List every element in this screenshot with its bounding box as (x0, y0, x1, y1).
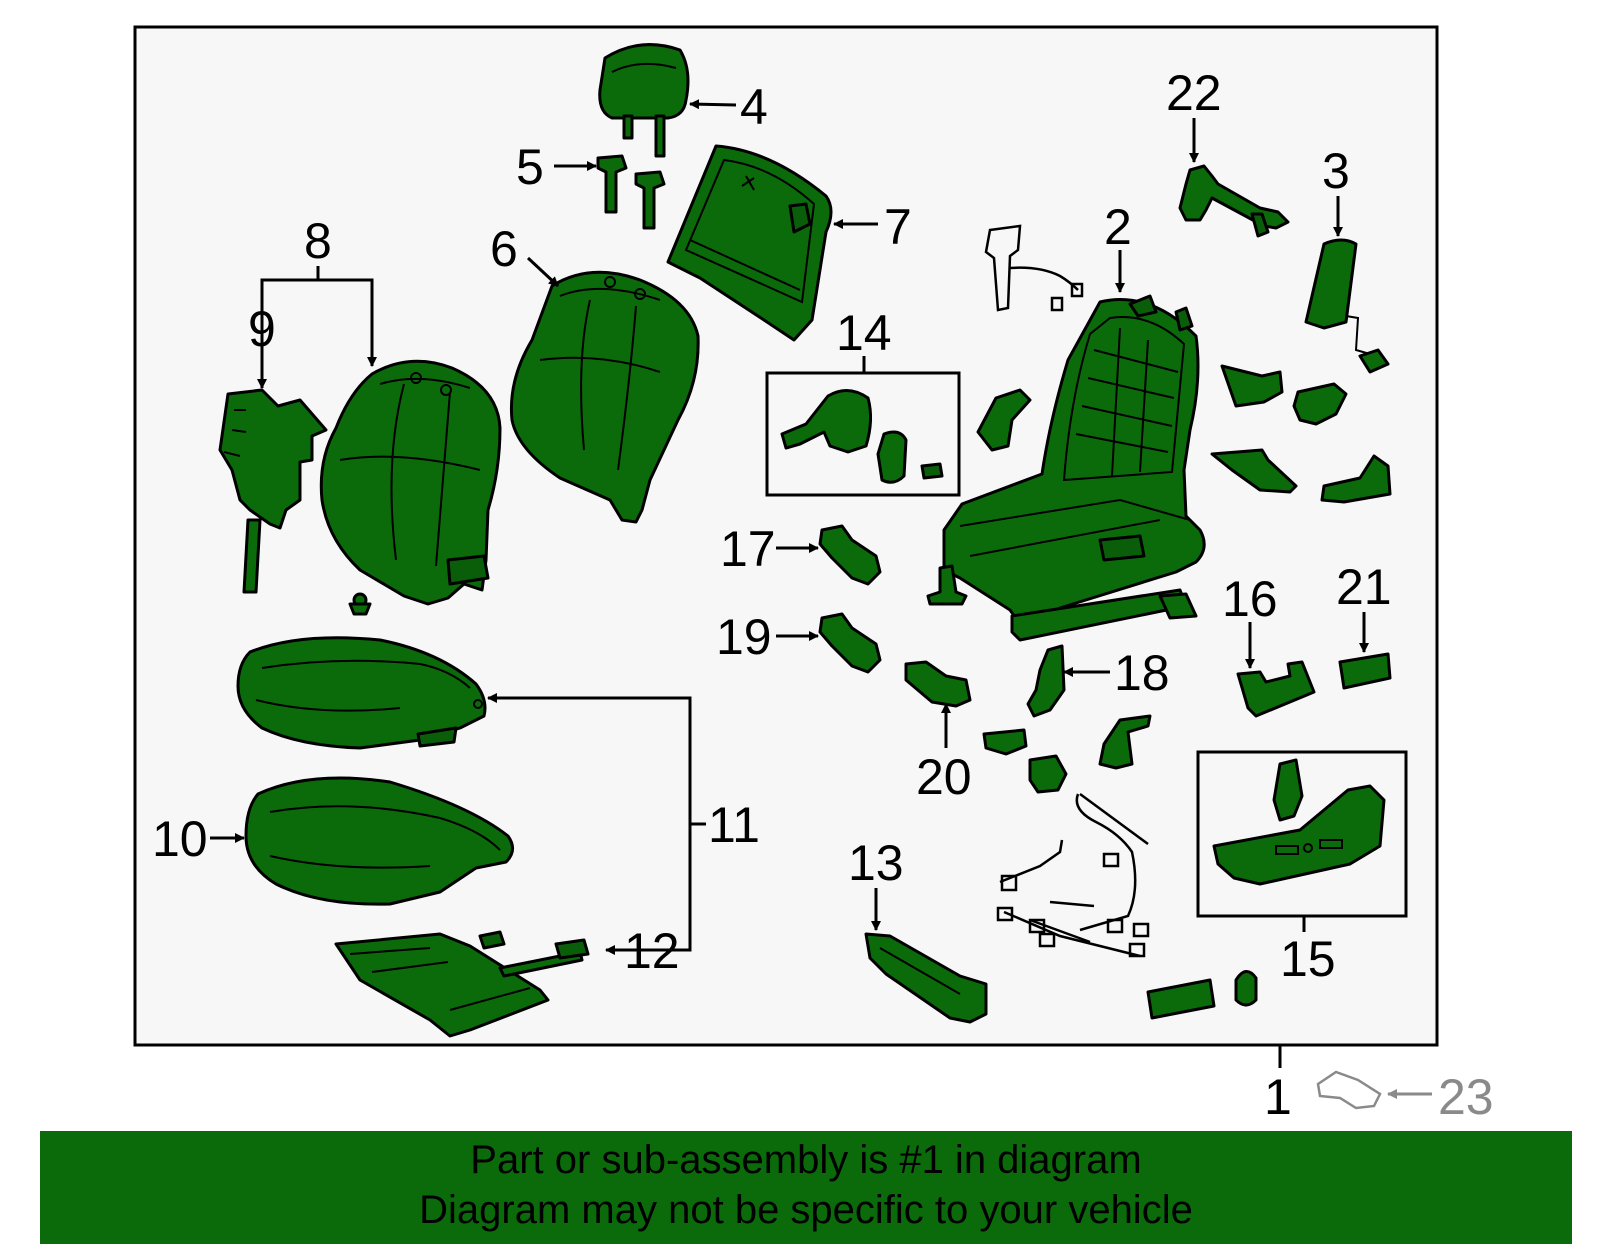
callout-20: 20 (916, 749, 972, 805)
part-20-switch (904, 660, 972, 708)
part-22-recliner-handle (1178, 164, 1290, 238)
callout-8: 8 (304, 213, 332, 269)
part-8-seatback-cover (319, 359, 502, 606)
part-wire-harness-lower (996, 792, 1150, 958)
callout-12: 12 (624, 923, 680, 979)
banner-line-2: Diagram may not be specific to your vehi… (419, 1188, 1193, 1232)
callout-4: 4 (740, 79, 768, 135)
callout-17: 17 (720, 521, 776, 577)
part-6-seatback-pad (509, 270, 700, 524)
callout-labels: 4 5 7 6 8 9 10 11 12 2 3 22 14 17 19 18 … (152, 65, 1494, 1125)
part-11-cushion-cover (236, 636, 487, 750)
part-19-switch (818, 612, 882, 674)
part-7-seatback-panel (666, 144, 833, 342)
callout-2: 2 (1104, 199, 1132, 255)
callout-11: 11 (708, 797, 760, 853)
callout-19: 19 (716, 609, 772, 665)
disclaimer-banner: Part or sub-assembly is #1 in diagram Di… (40, 1131, 1572, 1244)
part-2-seat-frame (926, 294, 1206, 642)
callout-10: 10 (152, 811, 208, 867)
part-18-bracket (1026, 644, 1066, 718)
callout-13: 13 (848, 835, 904, 891)
callout-23: 23 (1438, 1069, 1494, 1125)
callout-9: 9 (248, 301, 276, 357)
callout-15: 15 (1280, 931, 1336, 987)
callout-6: 6 (490, 221, 518, 277)
part-21-cover (1338, 652, 1392, 690)
part-15-group (1196, 750, 1408, 918)
part-4-headrest (598, 43, 690, 158)
leader-lines (210, 99, 1432, 1099)
part-switch-knobs (1146, 970, 1258, 1020)
part-10-cushion-pad (244, 776, 514, 906)
part-3-side-cover (1304, 238, 1390, 374)
part-clip (348, 592, 372, 616)
part-5-headrest-guides (596, 154, 666, 230)
callout-16: 16 (1222, 571, 1278, 627)
callout-5: 5 (516, 139, 544, 195)
part-16-bracket (1236, 660, 1316, 718)
part-wire-harness-upper (984, 224, 1084, 312)
part-12-cushion-heater (334, 930, 590, 1038)
part-14-group (765, 371, 961, 497)
callout-1: 1 (1264, 1069, 1292, 1125)
callout-3: 3 (1322, 143, 1350, 199)
part-small-brackets (982, 714, 1152, 794)
part-9-seatback-heater (218, 388, 328, 594)
callout-21: 21 (1336, 559, 1392, 615)
banner-line-1: Part or sub-assembly is #1 in diagram (470, 1138, 1142, 1182)
part-23-ghost (1316, 1070, 1382, 1110)
callout-18: 18 (1114, 645, 1170, 701)
callout-22: 22 (1166, 65, 1222, 121)
part-17-switch (818, 524, 882, 586)
callout-14: 14 (836, 305, 892, 361)
part-13-side-shield (864, 932, 988, 1024)
part-side-trim-pieces (976, 364, 1392, 504)
callout-7: 7 (884, 199, 912, 255)
